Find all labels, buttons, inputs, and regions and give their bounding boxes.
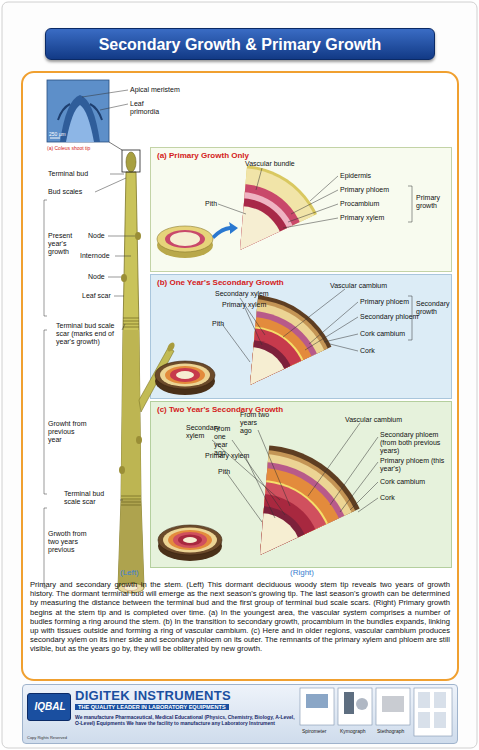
part-label: Spirometer — [302, 727, 326, 735]
part-label: Internode — [80, 252, 110, 260]
part-label: Cork cambium — [380, 478, 425, 486]
part-label: Kymograph — [340, 727, 366, 735]
part-label: Primary growth — [416, 194, 452, 210]
node-text: (a) Primary Growth Only — [157, 151, 249, 160]
part-label: Leaf primordia — [130, 100, 170, 116]
part-label: (Right) — [290, 569, 314, 577]
part-label: Cork cambium — [360, 330, 405, 338]
part-label: Primary xylem — [340, 214, 384, 222]
part-label: Pith — [205, 200, 217, 208]
part-label: (Left) — [120, 569, 139, 577]
logo-box: IQBAL — [27, 693, 71, 721]
panel-box: (b) One Year's Secondary Growth — [150, 274, 452, 399]
part-label: Terminal bud — [48, 170, 88, 178]
part-label: Vascular bundle — [245, 160, 295, 168]
part-label: 250 µm — [49, 130, 66, 138]
part-label: Primary phloem (this year's) — [380, 457, 452, 473]
part-label: Epidermis — [340, 172, 371, 180]
part-label: Primary phloem — [340, 186, 389, 194]
part-label: Vascular cambium — [345, 416, 402, 424]
part-label: Vascular cambium — [330, 282, 387, 290]
part-label: Secondary xylem — [215, 290, 269, 298]
part-label: Stethograph — [377, 727, 404, 735]
part-label: Terminal bud scale scar — [64, 490, 118, 506]
part-label: (a) Coleus shoot tip — [47, 144, 90, 152]
part-label: Secondary growth — [416, 300, 452, 316]
part-label: Grwoth from two years previous — [48, 530, 92, 554]
node-text: Copy Rights Reserved — [27, 735, 67, 740]
part-label: Pith — [212, 320, 224, 328]
caption-text: Primary and secondary growth in the stem… — [30, 580, 450, 654]
node-text: THE QUALITY LEADER IN LABORATORY EQUIPME… — [75, 704, 229, 710]
part-label: Secondary phloem (from both previous yea… — [380, 431, 452, 455]
part-label: Procambium — [340, 200, 379, 208]
part-label: Terminal bud scale scar (marks end of ye… — [56, 322, 120, 346]
part-label: Growht from previous year — [48, 420, 88, 444]
part-label: Cork — [380, 494, 395, 502]
part-label: Primary xylem — [222, 301, 266, 309]
part-label: Primary phloem — [360, 298, 409, 306]
part-label: Node — [88, 273, 105, 281]
part-label: Primary xylem — [205, 452, 249, 460]
part-label: Pith — [218, 468, 230, 476]
part-label: Secondary xylem — [186, 424, 216, 440]
part-label: Apical meristem — [130, 86, 180, 94]
part-label: Node — [88, 232, 105, 240]
part-label: From two years ago — [240, 411, 270, 435]
title-banner: Secondary Growth & Primary Growth — [45, 28, 435, 60]
part-label: Bud scales — [48, 188, 82, 196]
node-text: IQBAL — [28, 701, 72, 712]
node-text: DIGITEK INSTRUMENTS — [75, 688, 231, 703]
node-text: We manufacture Pharmaceutical, Medical E… — [75, 714, 295, 726]
panel-box: (a) Primary Growth Only — [150, 147, 452, 272]
footer-band: DIGITEK INSTRUMENTSTHE QUALITY LEADER IN… — [22, 684, 458, 744]
part-label: Cork — [360, 347, 375, 355]
part-label: Secondary phloem — [360, 313, 418, 321]
part-label: Leaf scar — [82, 292, 111, 300]
node-text: (b) One Year's Secondary Growth — [157, 278, 284, 287]
